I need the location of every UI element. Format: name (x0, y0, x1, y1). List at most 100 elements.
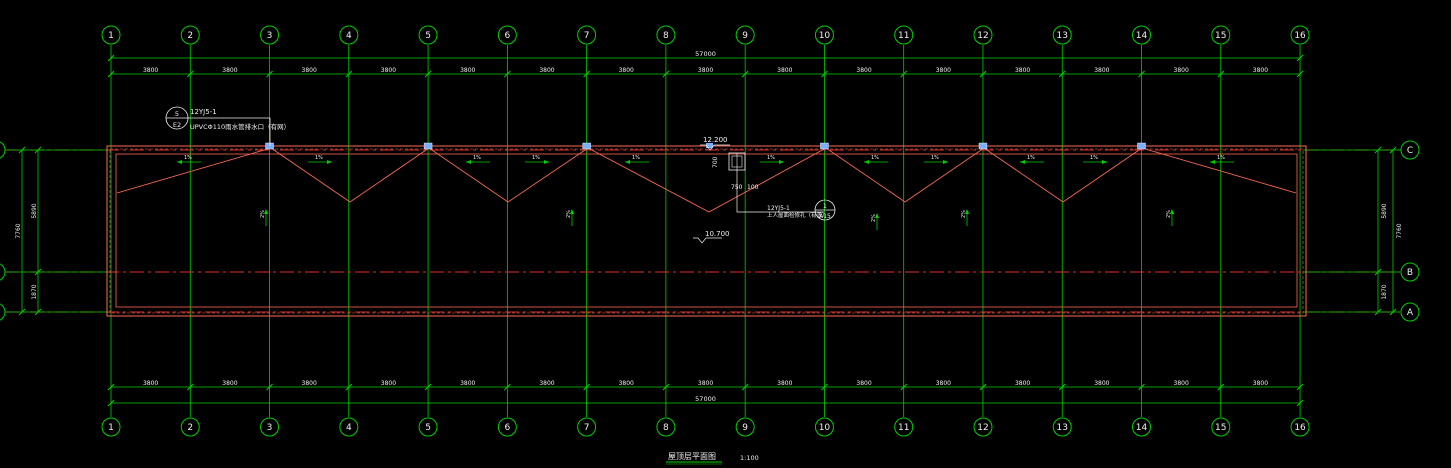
dim-tick (1296, 399, 1304, 407)
dim-tick (18, 146, 26, 154)
axis-bubble-bottom (497, 417, 517, 437)
bay-dimension: 3800 (1015, 67, 1030, 74)
slope-label: 1% (315, 155, 323, 161)
dim-tick (741, 383, 749, 391)
dim-tick (503, 70, 511, 78)
dim-side-total-text: 7760 (1396, 223, 1403, 238)
axis-bubble-top (656, 25, 676, 45)
slope-arrow-head (864, 160, 869, 164)
slope-arrow-v-head (1170, 209, 1174, 214)
axis-bubble-bottom-label: 7 (584, 423, 590, 433)
axis-bubble-bottom-label: 1 (108, 423, 114, 433)
bay-dimension: 3800 (1253, 380, 1268, 387)
slope-arrow-head (327, 160, 332, 164)
axis-bubble-top-label: 8 (663, 31, 669, 41)
hatch-bubble-top: 1 (823, 202, 827, 210)
axis-bubble-top-label: 16 (1294, 31, 1306, 41)
slope-label: 1% (767, 155, 775, 161)
axis-bubble-top (1211, 25, 1231, 45)
bay-dimension: 3800 (143, 67, 158, 74)
bay-dimension: 3800 (936, 67, 951, 74)
bay-dimension: 3800 (222, 67, 237, 74)
axis-bubble-top-label: 4 (346, 31, 352, 41)
slope-arrow-head (1020, 160, 1025, 164)
slope-label-v: 2% (1166, 210, 1172, 218)
slope-label: 1% (871, 155, 879, 161)
dimension-lines: 3800 3800 3800 3800 3800 3800 3800 3800 3800 3800… (15, 50, 1403, 407)
axis-bubble-top-label: 13 (1057, 31, 1068, 41)
axis-bubble-bottom (1132, 417, 1152, 437)
bay-dimension: 3800 (460, 380, 475, 387)
slope-label: 1% (931, 155, 939, 161)
hatch-text: 上人屋面检修孔（有盖） (767, 211, 828, 219)
bay-dimension: 3800 (856, 67, 871, 74)
axis-bubble-bottom (894, 417, 914, 437)
dim-side-lower-text: 1870 (31, 284, 38, 299)
hatch-bubble-bottom: A15 (819, 213, 831, 220)
slope-arrow-head (779, 160, 784, 164)
axis-bubble-top-label: 5 (425, 31, 431, 41)
axis-bubble-top-label: 7 (584, 31, 590, 41)
dim-side-lower-text: 1870 (1381, 284, 1388, 299)
hatch-leader (736, 170, 824, 213)
axis-bubble-bottom-label: 9 (742, 423, 748, 433)
bay-dimension: 3800 (302, 380, 317, 387)
axis-bubble-top (577, 25, 597, 45)
bay-dimension: 3800 (619, 380, 634, 387)
slope-arrow-v-head (570, 209, 574, 214)
bay-dimension: 3800 (1094, 67, 1109, 74)
axis-bubble-right-label: C (1407, 146, 1413, 156)
dim-side-upper-text: 5890 (31, 203, 38, 218)
dim-tick (1058, 70, 1066, 78)
axis-bubble-bottom (1052, 417, 1072, 437)
axis-bubble-bottom-label: 8 (663, 423, 669, 433)
axis-bubble-bottom (101, 417, 121, 437)
axis-bubble-top (418, 25, 438, 45)
dim-tick (1389, 308, 1397, 316)
dim-tick (186, 70, 194, 78)
slope-arrow-v-head (264, 209, 268, 214)
bay-dimension: 3800 (381, 380, 396, 387)
dim-tick (1296, 54, 1304, 62)
dim-tick (1389, 146, 1397, 154)
roof-drain-icon (582, 142, 591, 150)
axis-bubble-bottom (260, 417, 280, 437)
roof-drain-icon (1137, 142, 1146, 150)
slope-label-v: 2% (871, 214, 877, 222)
axis-bubble-top-label: 10 (819, 31, 831, 41)
axis-bubble-right (1400, 262, 1420, 282)
dim-tick (345, 70, 353, 78)
axis-bubble-top (101, 25, 121, 45)
drawing-title: 屋顶层平面图 (668, 452, 716, 461)
slope-arrow-head (177, 160, 182, 164)
drain-bubble-top: 5 (175, 110, 179, 118)
bay-dimension: 3800 (777, 67, 792, 74)
hatch-dim-w2: 100 (747, 184, 759, 191)
dim-tick (424, 70, 432, 78)
dim-tick (107, 399, 115, 407)
slope-label-v: 2% (260, 210, 266, 218)
axis-bubble-top (497, 25, 517, 45)
roof-drain-icon (820, 142, 829, 150)
axis-bubble-bottom (339, 417, 359, 437)
roof-drain-icon (265, 142, 274, 150)
dim-tick (107, 54, 115, 62)
slope-label-v: 2% (961, 210, 967, 218)
axis-bubble-top (735, 25, 755, 45)
dim-tick (1374, 308, 1382, 316)
slope-arrow-v-head (965, 209, 969, 214)
drain-text: UPVCΦ110雨水管排水口（有网） (190, 122, 290, 131)
hatch-dim-h: 700 (712, 156, 719, 168)
axis-bubble-bottom-label: 15 (1215, 423, 1226, 433)
total-dimension: 57000 (695, 50, 716, 58)
axis-bubble-bottom-label: 16 (1294, 423, 1306, 433)
slope-arrow-head (466, 160, 471, 164)
elevation-bottom: 10.700 (705, 230, 730, 238)
hatch-ref: 12YJ5-1 (767, 205, 790, 212)
bay-dimension: 3800 (1174, 67, 1189, 74)
axis-bubble-bottom (656, 417, 676, 437)
axis-bubble-bottom-label: 4 (346, 423, 352, 433)
roof-drain-icon (423, 142, 433, 150)
